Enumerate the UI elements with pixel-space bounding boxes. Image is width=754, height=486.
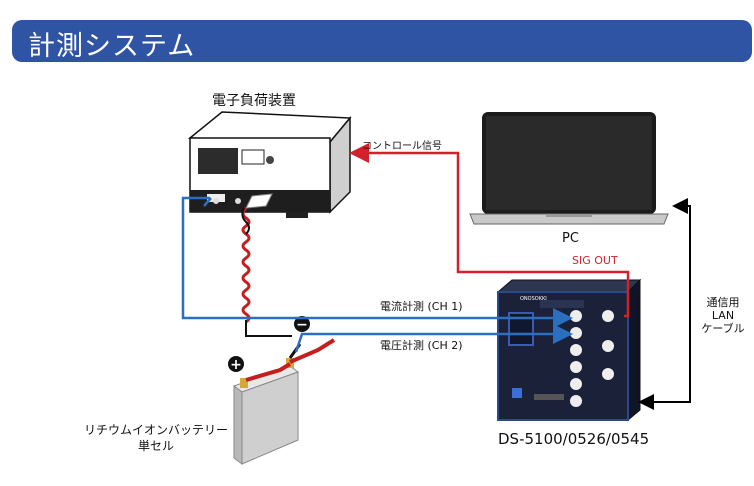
- ds-device: ONOSOKKI: [496, 278, 642, 422]
- control-signal-label: コントロール信号: [362, 141, 442, 152]
- lan-label-line3: ケーブル: [701, 322, 745, 335]
- electronic-load-device: [187, 111, 352, 218]
- lan-cable-line: [638, 198, 691, 410]
- device-brand-mark: ONOSOKKI: [520, 296, 547, 302]
- pc-laptop: [469, 112, 669, 225]
- title-banner: 計測システム: [12, 20, 752, 62]
- ch1-label: 電流計測 (CH 1): [380, 300, 463, 313]
- battery-label: リチウムイオンバッテリー 単セル: [76, 422, 236, 454]
- sig-out-label: SIG OUT: [572, 254, 618, 267]
- plus-marker: [228, 356, 244, 372]
- battery-label-line1: リチウムイオンバッテリー: [83, 423, 228, 437]
- battery-label-line2: 単セル: [137, 439, 174, 453]
- load-label: 電子負荷装置: [212, 93, 296, 109]
- ch2-label: 電圧計測 (CH 2): [380, 339, 463, 352]
- control-signal-line: [349, 143, 630, 318]
- lan-label-line2: LAN: [711, 309, 735, 322]
- lan-label: 通信用 LAN ケーブル: [698, 296, 748, 335]
- device-label: DS-5100/0526/0545: [498, 430, 650, 448]
- minus-sign: −: [296, 317, 308, 333]
- minus-marker: [294, 316, 310, 332]
- battery-cell: [232, 358, 300, 465]
- pc-label: PC: [562, 231, 579, 246]
- page-title: 計測システム: [28, 31, 196, 62]
- plus-sign: +: [230, 357, 242, 373]
- ch1-current-line: [181, 196, 573, 328]
- ch2-voltage-line: [294, 324, 573, 353]
- lan-label-line1: 通信用: [706, 296, 740, 309]
